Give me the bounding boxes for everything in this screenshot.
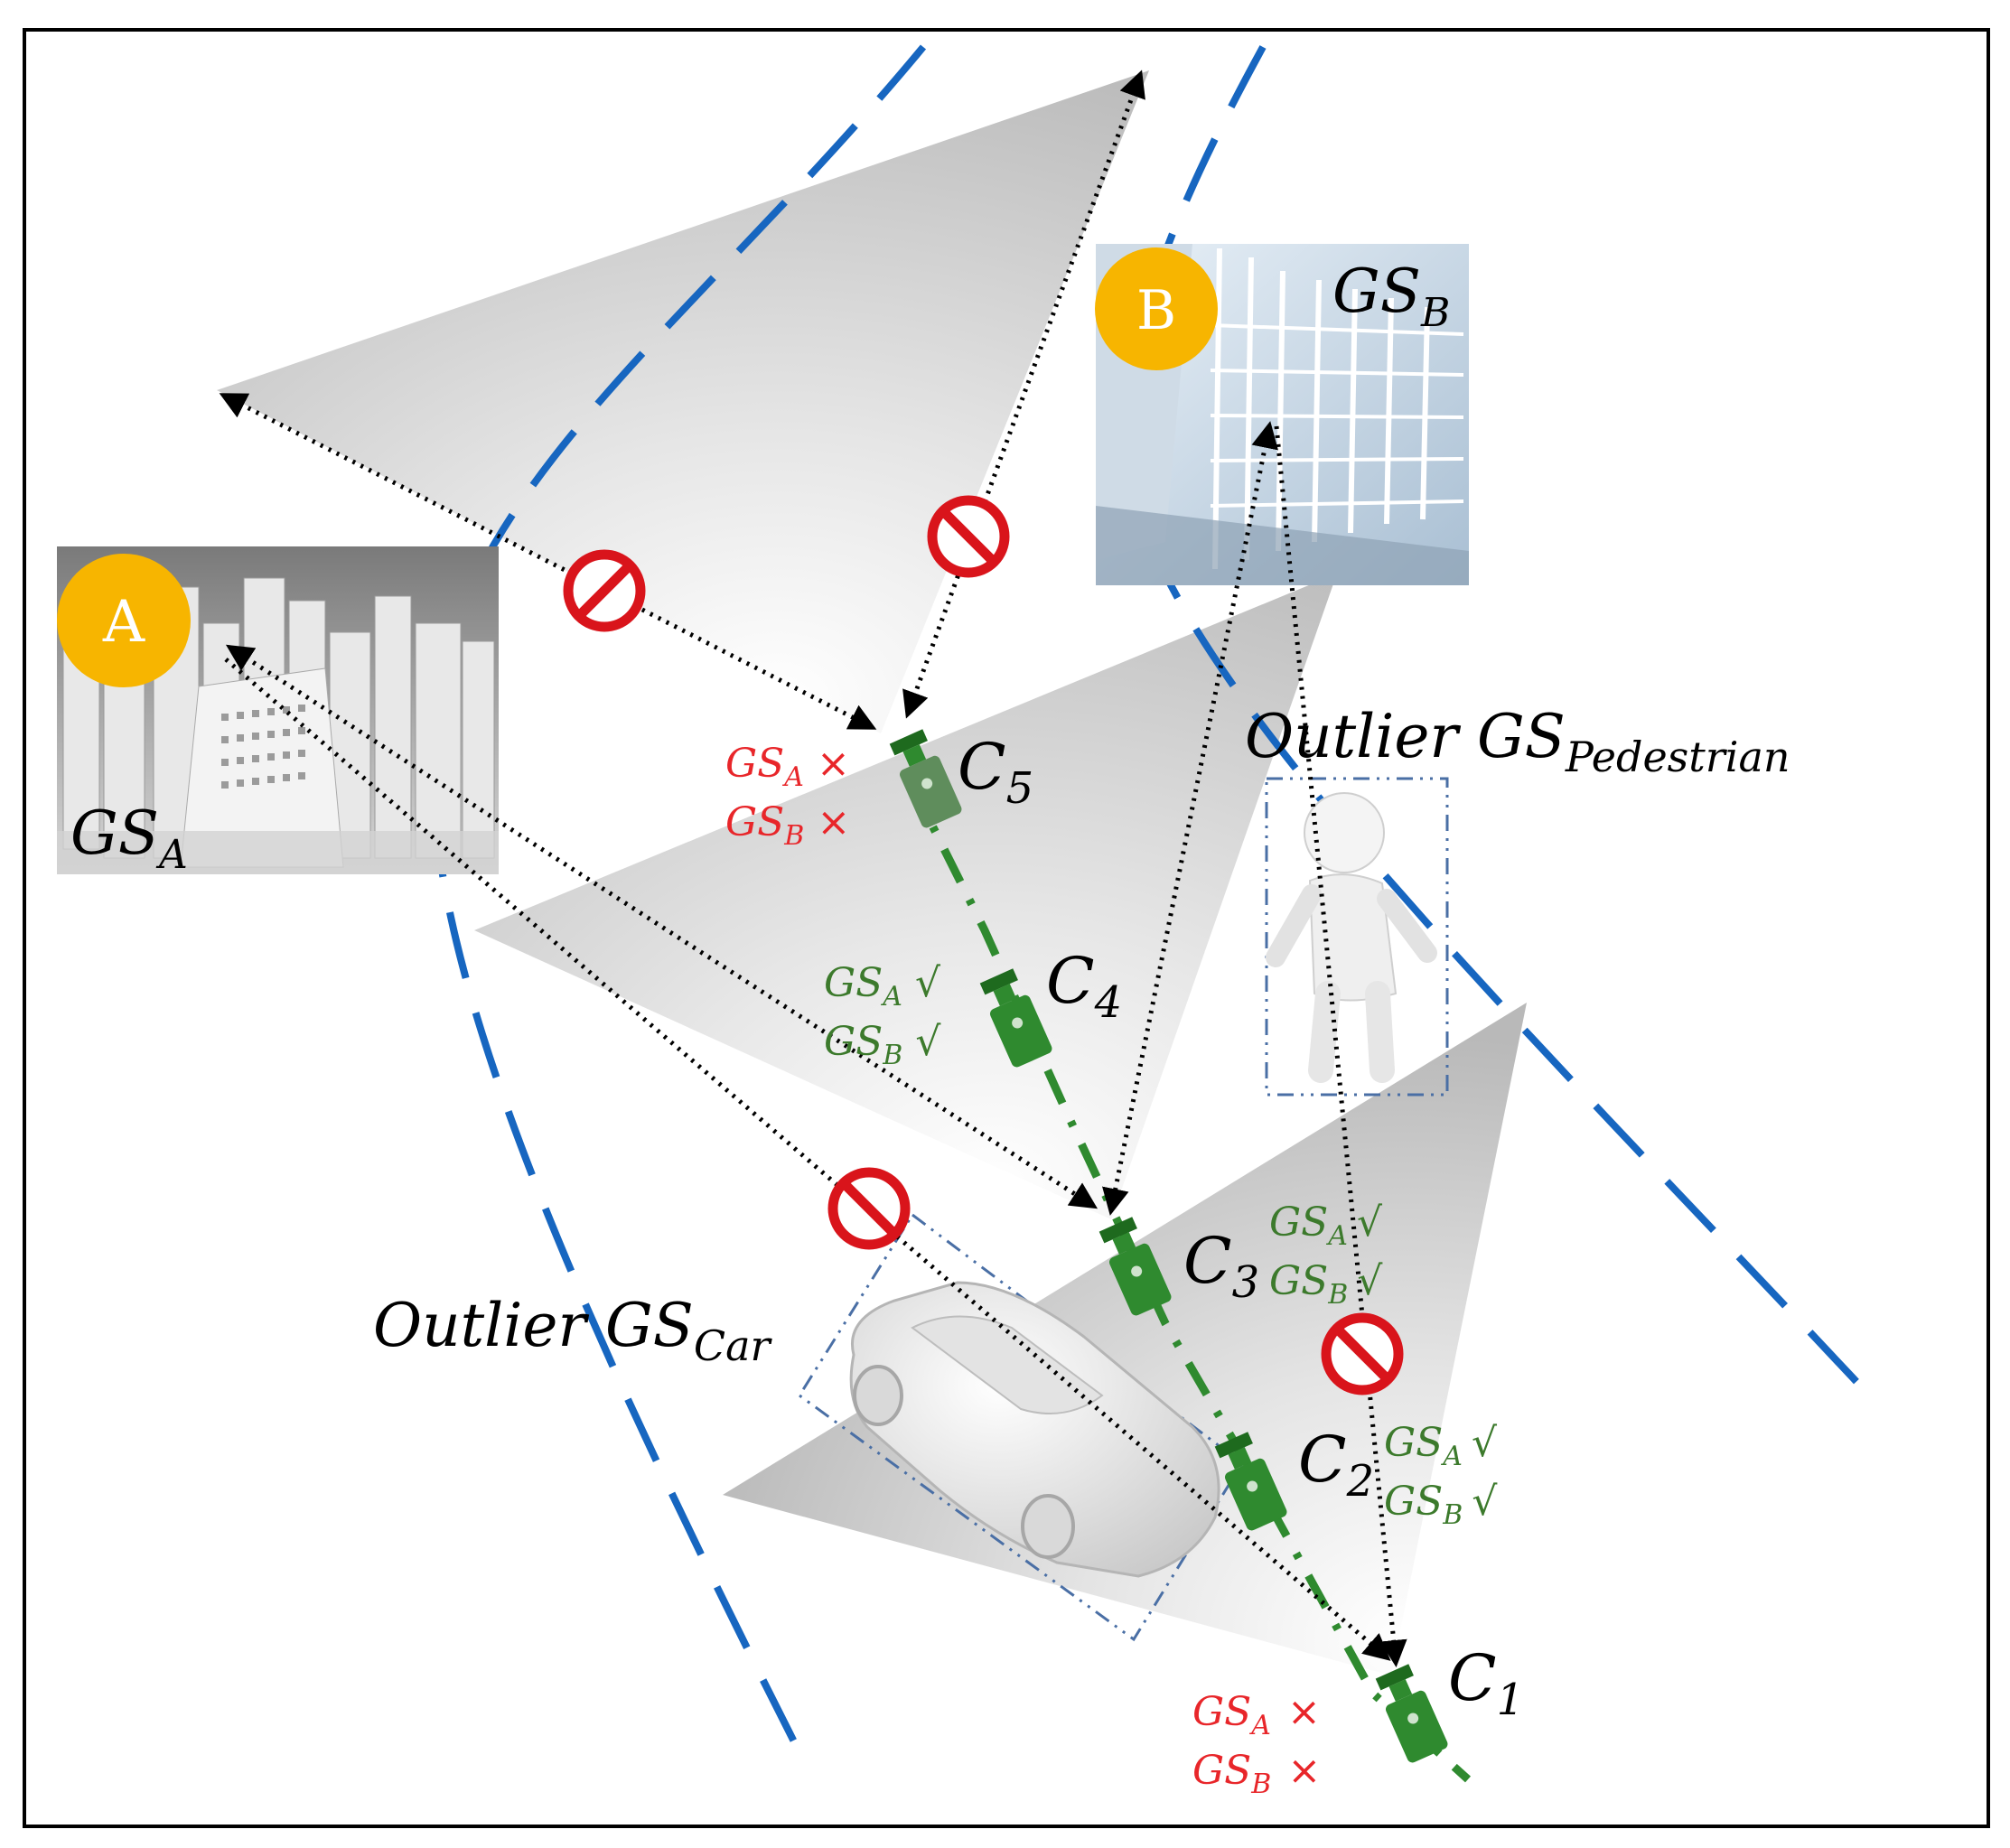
camera-label-c1: C1 [1448,1641,1524,1725]
ray-a-c1 [224,658,1391,1661]
c5-gs-a-status: GSA× [725,741,850,793]
outlier-car-label: Outlier GSCar [373,1291,773,1370]
c1-gs-a-status: GSA× [1192,1689,1321,1741]
outlier-pedestrian-label: Outlier GSPedestrian [1245,702,1790,781]
camera-icon [889,729,962,828]
badge-a: A [57,554,191,687]
camera-icon [1375,1664,1448,1763]
gs-a-label: GSA [70,798,188,878]
ray-lines [219,70,1407,1667]
camera-label-c5: C5 [958,730,1033,814]
frustum-c1 [723,1003,1527,1675]
camera-label-c2: C2 [1298,1423,1374,1507]
camera-icon [1098,1217,1172,1316]
c1-gs-b-status: GSB× [1192,1748,1321,1800]
c3-gs-b-status: GSB√ [1269,1258,1383,1311]
road-boundary-left [428,44,927,1763]
c4-gs-b-status: GSB√ [824,1019,941,1071]
camera-icon [1214,1432,1287,1531]
c4-gs-a-status: GSA√ [824,960,941,1013]
no-entry-icon [563,549,646,632]
no-entry-icon [827,1167,911,1250]
gs-b-label: GSB [1332,257,1450,336]
pedestrian-figure [1265,777,1449,1097]
camera-icon [979,968,1052,1068]
car-model [797,1212,1244,1642]
no-entry-icon [927,495,1010,578]
ray-b-c3 [1102,421,1278,1216]
badge-a-label: A [102,589,145,656]
c3-gs-a-status: GSA√ [1269,1199,1383,1252]
c2-gs-a-status: GSA√ [1384,1420,1498,1472]
badge-b-label: B [1136,279,1176,342]
c2-gs-b-status: GSB√ [1384,1479,1498,1531]
camera-label-c3: C3 [1183,1224,1259,1308]
camera-label-c4: C4 [1046,944,1122,1028]
badge-b: B [1095,247,1218,370]
c5-gs-b-status: GSB× [725,799,850,852]
no-entry-icon [1321,1312,1404,1395]
